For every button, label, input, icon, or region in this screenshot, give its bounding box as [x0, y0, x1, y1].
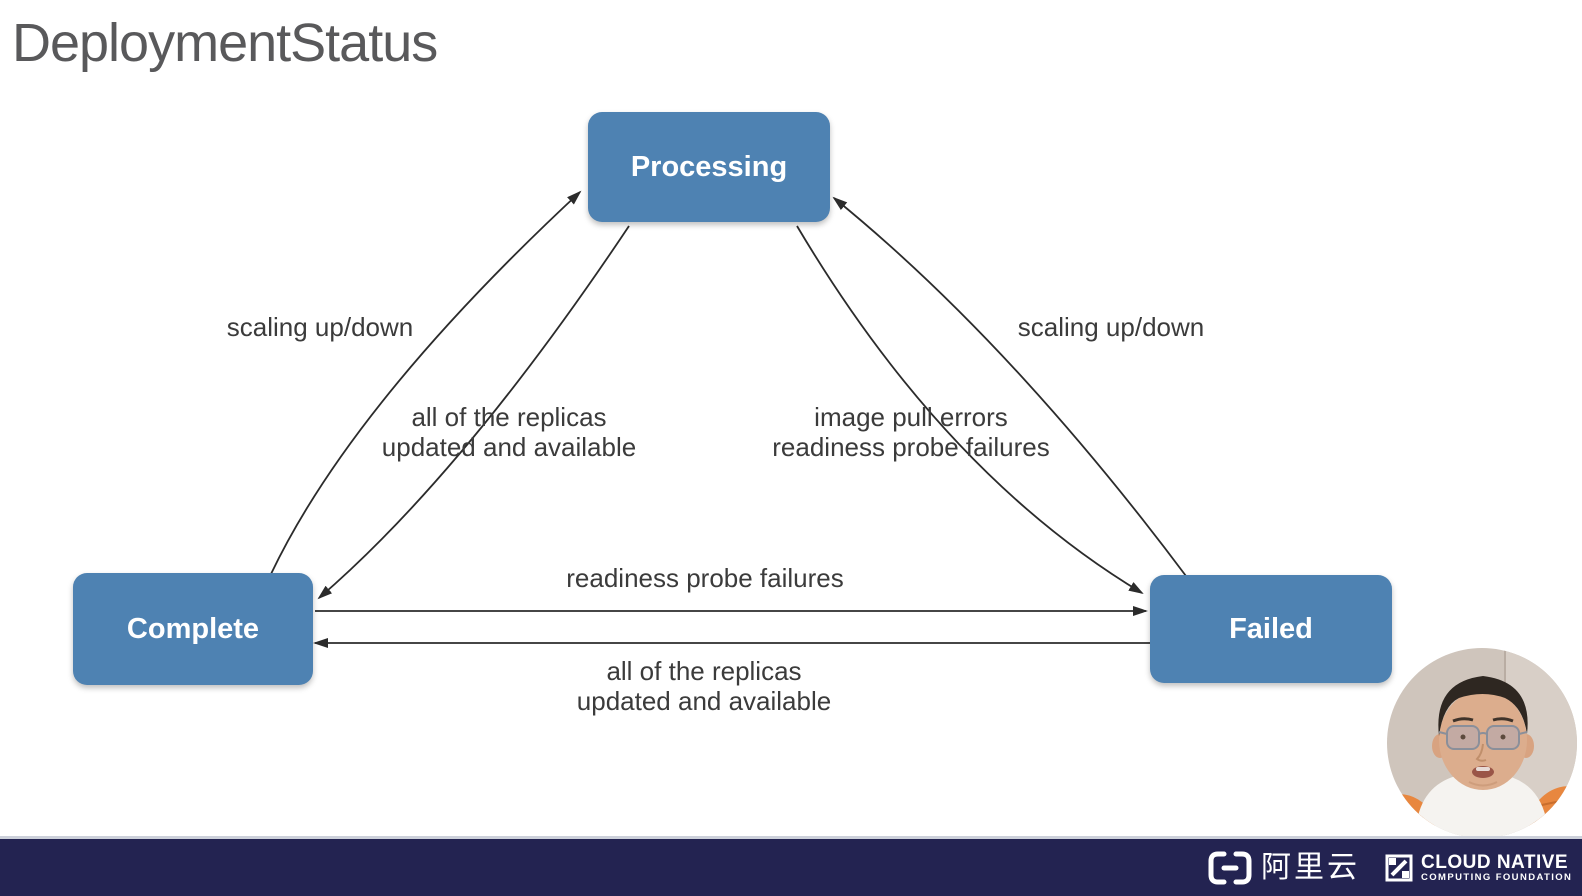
- state-node-label: Failed: [1229, 612, 1313, 645]
- cncf-wordmark: CLOUD NATIVE COMPUTING FOUNDATION: [1421, 851, 1573, 883]
- alibaba-cloud-label: 阿里云: [1261, 849, 1360, 885]
- edge-label-replicas-updated-available-bottom: all of the replicas updated and availabl…: [576, 656, 832, 716]
- edge-complete-to-processing: [270, 190, 582, 575]
- state-node-label: Processing: [630, 150, 788, 183]
- footer-bar: 阿里云 CLOUD NATIVE COMPUTING FOUNDATION: [0, 836, 1582, 896]
- webcam-avatar: [1387, 648, 1577, 838]
- edge-label-replicas-updated-available: all of the replicas updated and availabl…: [381, 402, 637, 462]
- edge-failed-to-processing: [832, 196, 1187, 577]
- edge-label-readiness-probe-failures: readiness probe failures: [566, 563, 844, 593]
- alibaba-cloud-logo: 阿里云: [1208, 839, 1360, 896]
- alibaba-cloud-brackets-icon: [1208, 851, 1252, 884]
- edge-label-scaling-up-down-right: scaling up/down: [1017, 312, 1205, 342]
- cncf-logo: CLOUD NATIVE COMPUTING FOUNDATION: [1385, 839, 1572, 896]
- state-node-processing: Processing: [588, 112, 830, 222]
- cncf-mark-icon: [1385, 854, 1413, 881]
- edge-label-scaling-up-down-left: scaling up/down: [226, 312, 414, 342]
- page-title: DeploymentStatus: [12, 13, 438, 73]
- edge-label-image-pull-errors: image pull errors readiness probe failur…: [772, 402, 1050, 462]
- state-node-label: Complete: [126, 612, 260, 645]
- presenter-illustration: [1387, 648, 1577, 838]
- state-node-failed: Failed: [1150, 575, 1392, 683]
- state-node-complete: Complete: [73, 573, 313, 685]
